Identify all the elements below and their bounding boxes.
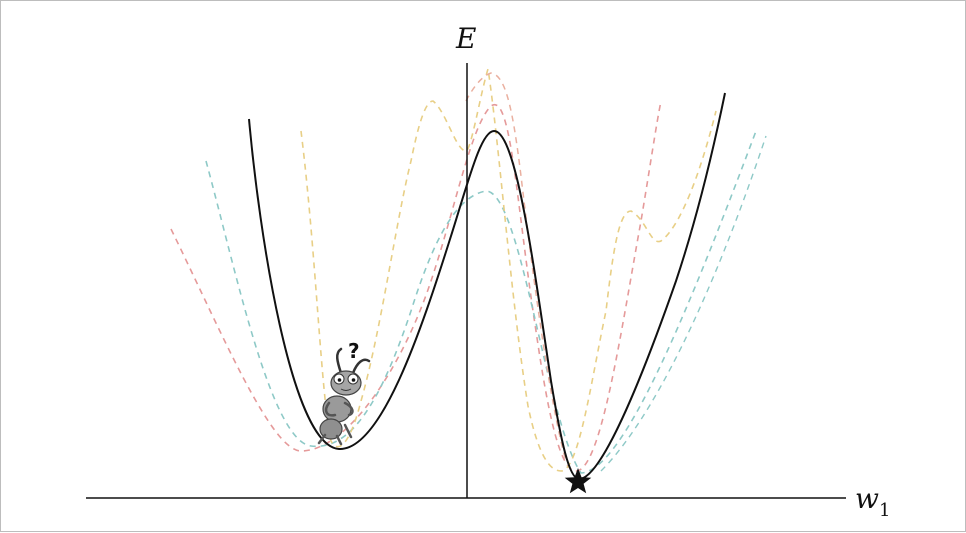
x-axis-label-subscript: 1: [879, 500, 890, 521]
y-axis-label: E: [455, 22, 476, 55]
dashed-curve-pink: [171, 101, 661, 471]
x-axis-label-base: w: [855, 482, 879, 515]
x-axis-label: w1: [855, 482, 890, 521]
ant-question-mark: ?: [348, 339, 360, 363]
confused-ant-icon: ?: [319, 339, 369, 444]
main-error-curve: [249, 93, 725, 479]
dashed-curve-teal: [206, 131, 756, 473]
dashed-curve-salmon: [466, 73, 566, 461]
dashed-curve-yellow: [301, 69, 716, 471]
star-icon: [565, 468, 592, 493]
